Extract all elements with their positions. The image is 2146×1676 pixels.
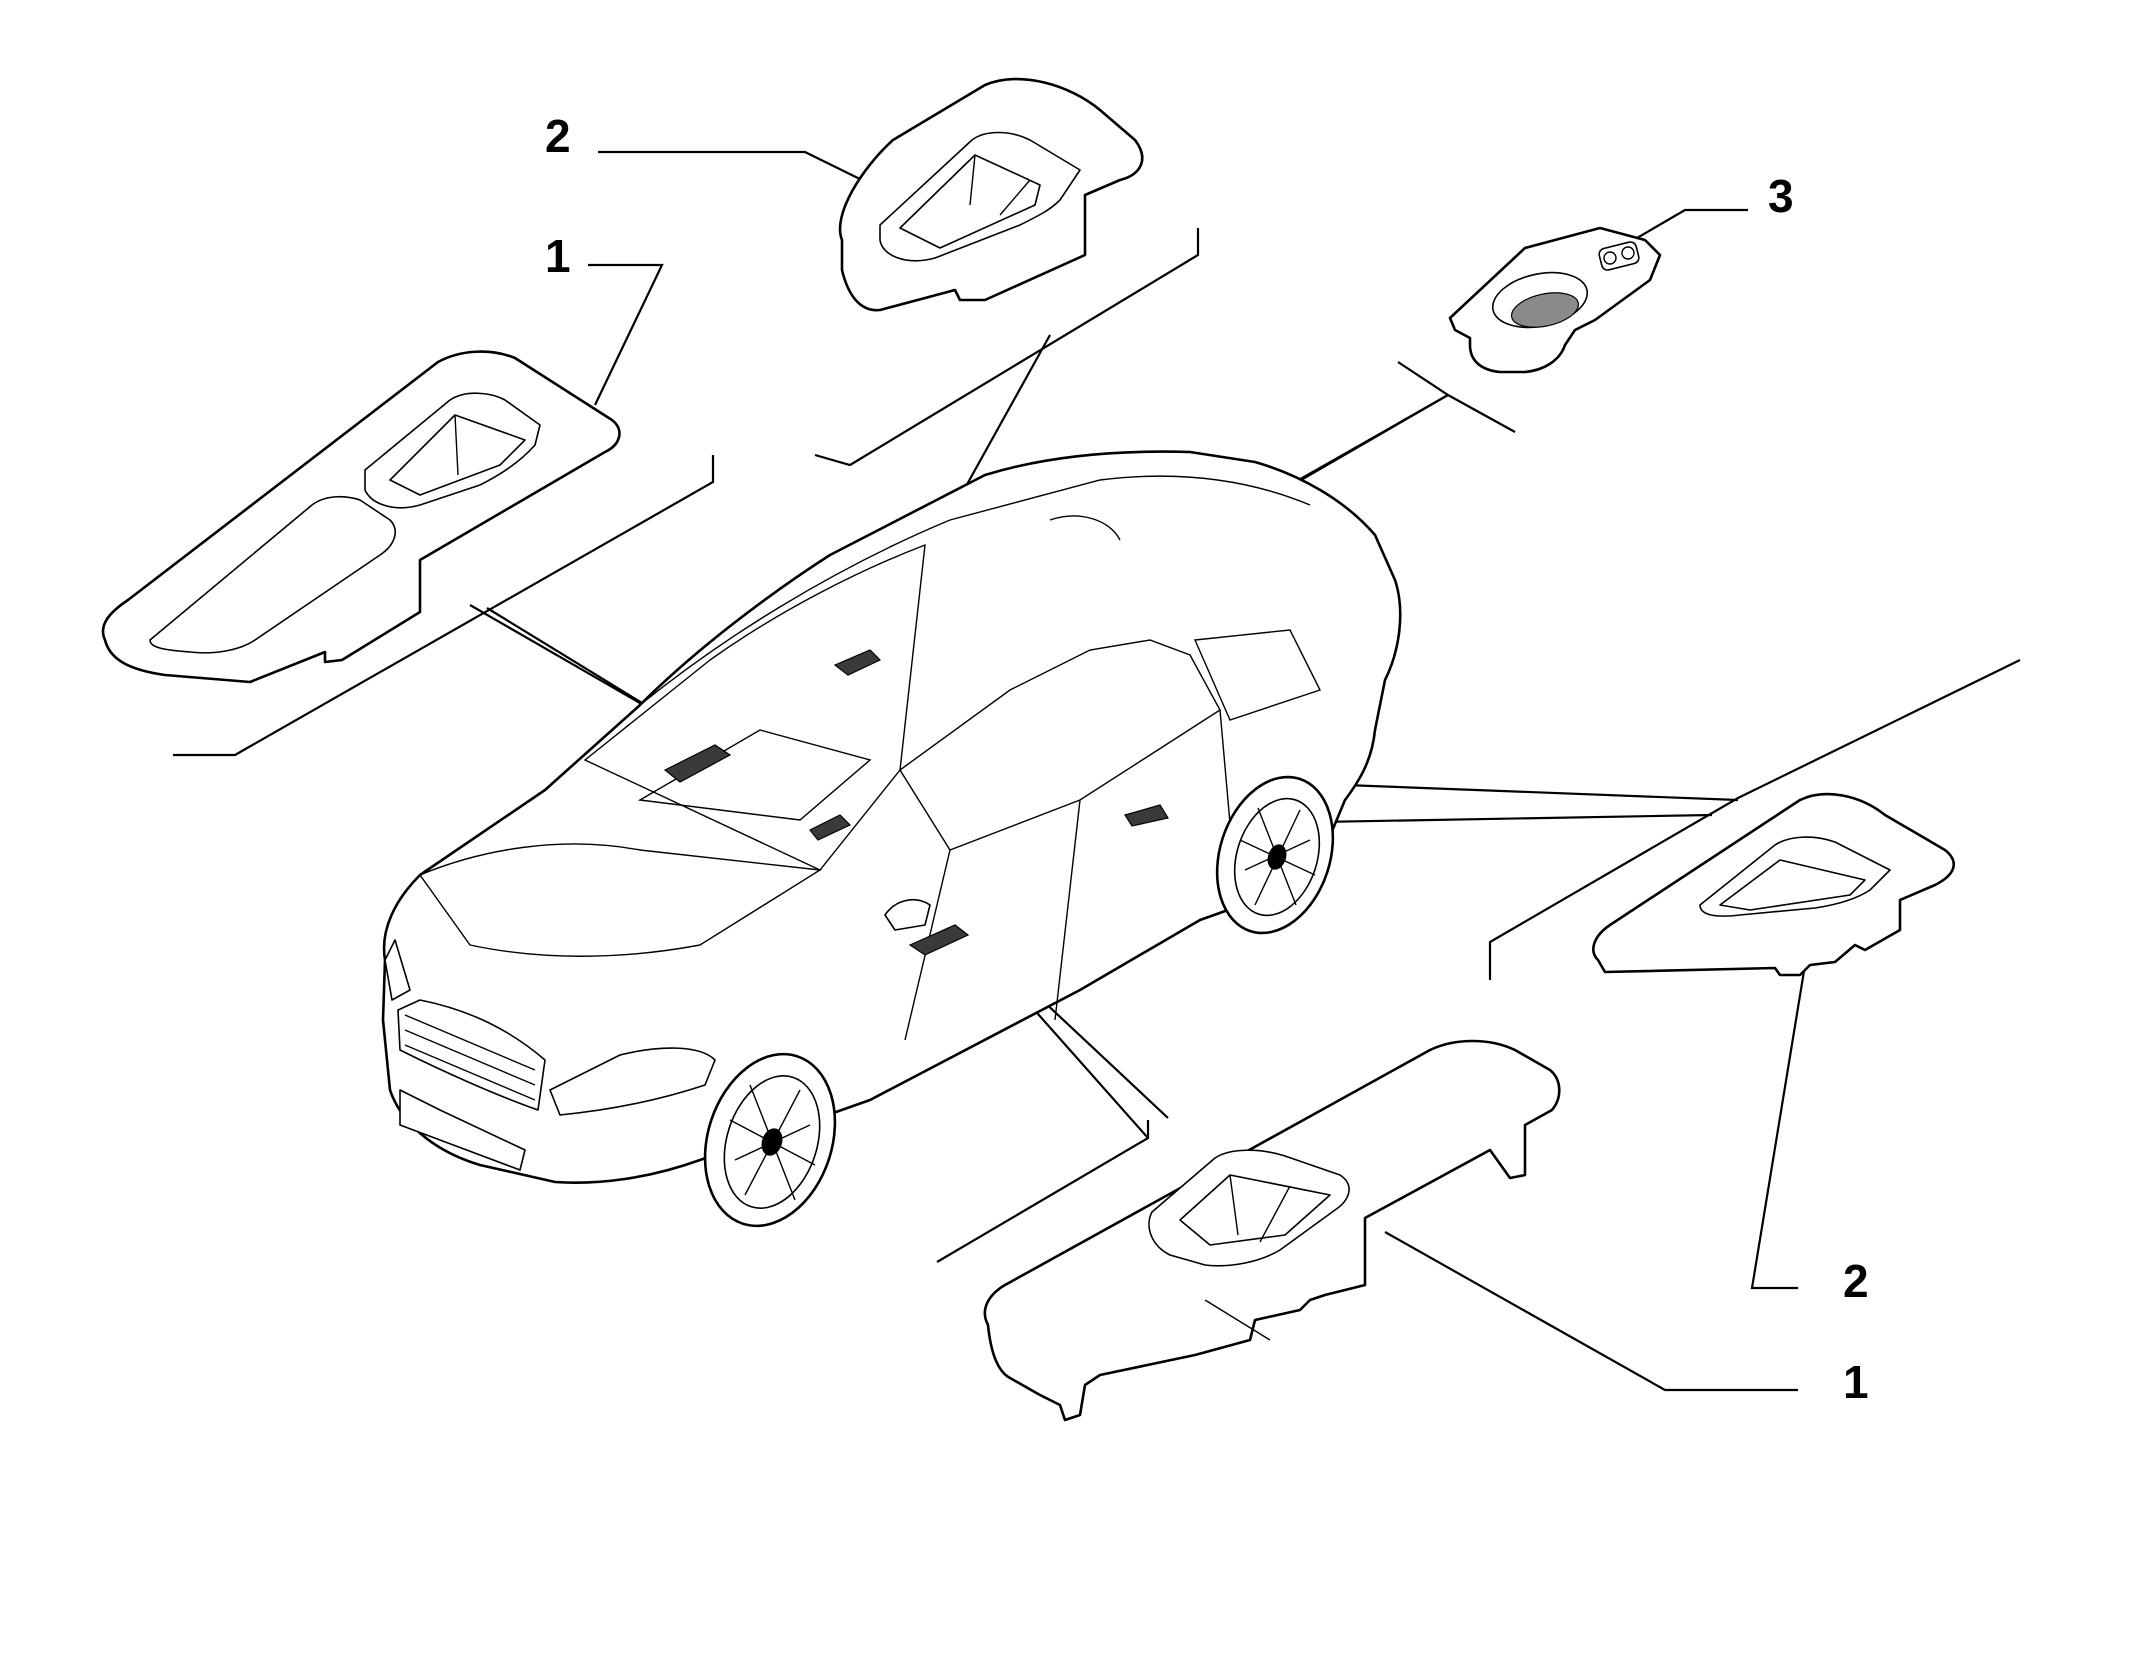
switch-location-front-door [908,924,970,956]
switch-location-rear-door [1124,804,1169,827]
part-3-roof-switch-housing [1448,226,1662,374]
part-1-top-left-switch-panel [101,350,621,684]
switch-location-front-left [663,744,732,783]
callout-label-top-right-3: 3 [1768,170,1794,222]
leader-lines [588,150,1807,1392]
callout-label-bottom-1: 1 [1843,1356,1869,1408]
callout-label-top-2: 2 [545,110,571,162]
part-1-bottom-switch-panel [983,1039,1561,1422]
switch-location-console [809,814,852,841]
callout-label-right-2: 2 [1843,1255,1869,1307]
part-2-top-switch-bezel [838,77,1144,312]
callout-label-top-left-1: 1 [545,230,571,282]
car-illustration [381,450,1402,1228]
part-2-right-switch-bezel [1592,792,1955,977]
switch-location-roof [833,649,882,676]
